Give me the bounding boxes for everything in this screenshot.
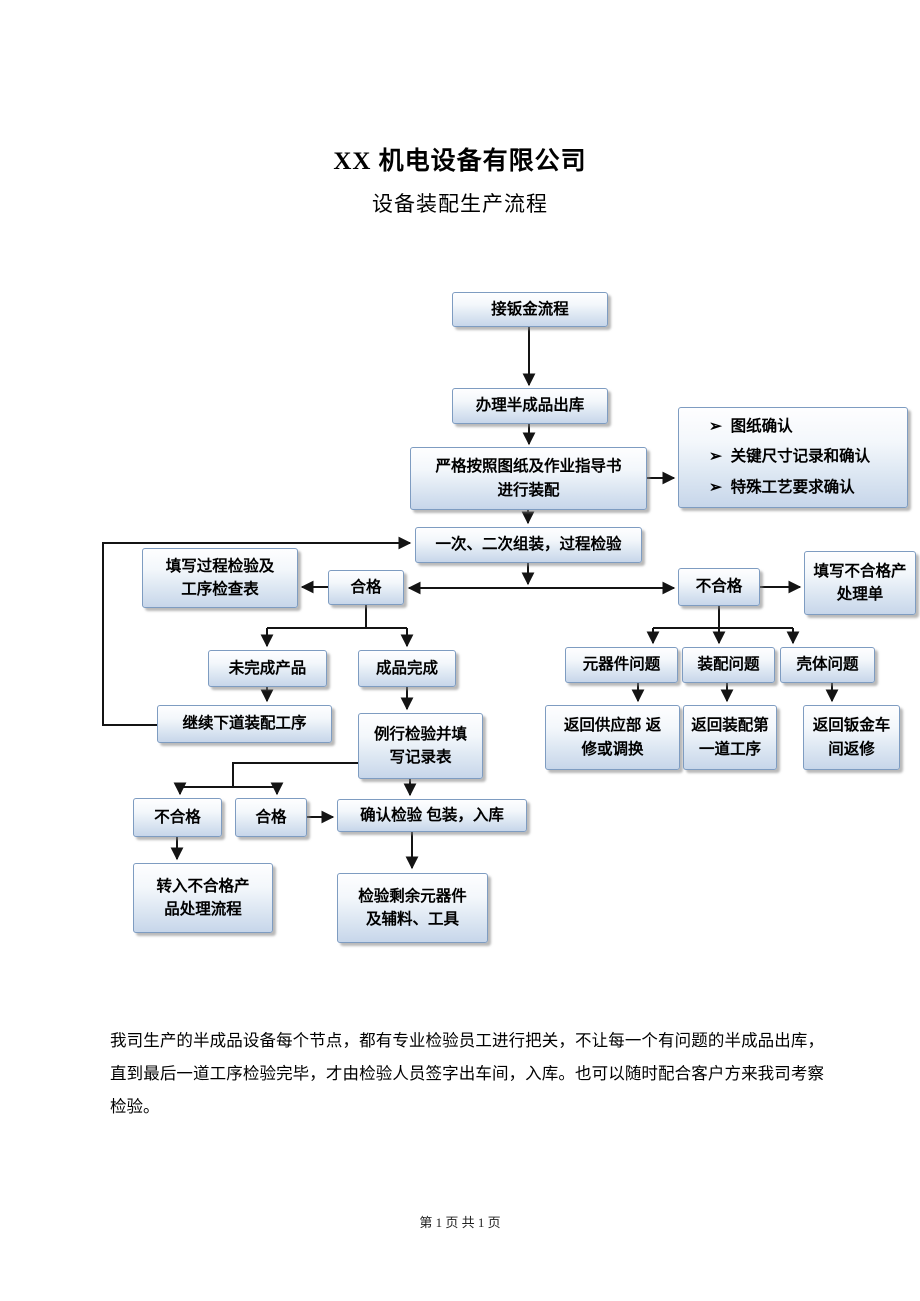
node-confirm-inspection-pack-stock: 确认检验 包装，入库 (337, 799, 527, 832)
page-number-footer: 第 1 页 共 1 页 (419, 1215, 501, 1230)
node-assembly-process-inspection: 一次、二次组装，过程检验 (415, 527, 642, 563)
node-shell-issue: 壳体问题 (780, 647, 875, 683)
node-finished-product: 成品完成 (358, 650, 456, 687)
node-return-sheet-metal-shop: 返回钣金车 间返修 (803, 705, 900, 770)
node-return-supply-dept: 返回供应部 返 修或调换 (545, 705, 680, 770)
node-component-issue: 元器件问题 (565, 647, 678, 683)
node-strict-assembly-per-drawings: 严格按照图纸及作业指导书 进行装配 (410, 447, 647, 510)
document-subtitle: 设备装配生产流程 (372, 192, 548, 217)
node-confirmation-checklist: ➢ 图纸确认 ➢ 关键尺寸记录和确认 ➢ 特殊工艺要求确认 (678, 407, 908, 508)
node-qualified-2: 合格 (235, 798, 307, 837)
node-return-assembly-first-step: 返回装配第 一道工序 (683, 705, 777, 770)
node-receive-sheet-metal-flow: 接钣金流程 (452, 292, 608, 327)
node-inspect-remaining-components: 检验剩余元器件 及辅料、工具 (337, 873, 488, 943)
node-unqualified-2: 不合格 (133, 798, 222, 837)
node-continue-next-assembly-step: 继续下道装配工序 (157, 705, 332, 743)
node-fill-process-inspection-sheet: 填写过程检验及 工序检查表 (142, 548, 298, 608)
node-qualified-1: 合格 (328, 570, 404, 605)
node-unfinished-product: 未完成产品 (208, 650, 327, 687)
node-assembly-issue: 装配问题 (682, 647, 775, 683)
closing-paragraph: 我司生产的半成品设备每个节点，都有专业检验员工进行把关，不让每一个有问题的半成品… (110, 1030, 824, 1116)
node-semi-product-outbound: 办理半成品出库 (452, 388, 608, 424)
node-fill-nonconforming-form: 填写不合格产 处理单 (804, 551, 916, 615)
node-unqualified-1: 不合格 (678, 568, 760, 606)
node-routine-inspection-record: 例行检验并填 写记录表 (358, 713, 483, 779)
document-title: XX 机电设备有限公司 (333, 147, 587, 175)
node-to-nonconforming-flow: 转入不合格产 品处理流程 (133, 863, 273, 933)
